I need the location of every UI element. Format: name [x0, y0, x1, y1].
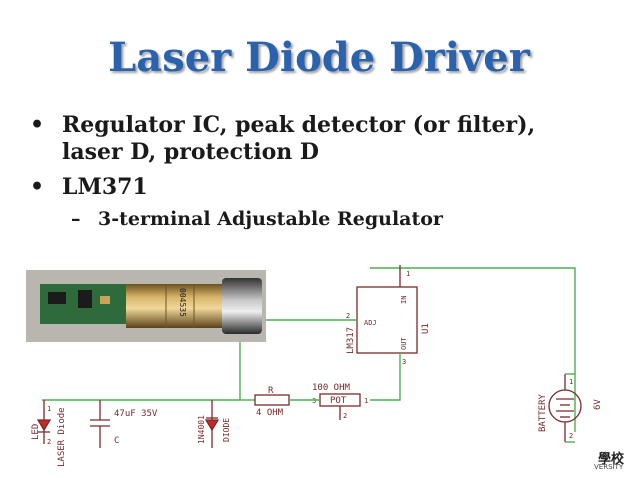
pot-pin3: 3: [312, 397, 316, 405]
slide-title: Laser Diode Driver: [108, 34, 530, 81]
bullet-text-line1: Regulator IC, peak detector (or filter),: [62, 112, 536, 138]
pot-value: 100 OHM: [312, 383, 351, 393]
battery-pin2: 2: [569, 432, 573, 440]
bullet-marker: •: [30, 112, 45, 138]
battery-ref: BATTERY: [538, 393, 548, 432]
diode-ref: DIODE: [222, 418, 231, 442]
u1-pin2-number: 2: [346, 312, 350, 320]
university-logo-sub: VERSITY: [594, 463, 624, 471]
lens-cap: [222, 278, 262, 334]
pot-ref: POT: [330, 396, 347, 406]
pcb-chip-2: [78, 290, 92, 308]
laser-pin2: 2: [47, 438, 51, 446]
pcb-component: [100, 296, 110, 304]
bullet-item-lm371: • LM371: [28, 174, 628, 201]
laser-pin1: 1: [47, 405, 51, 413]
pot-pin2: 2: [343, 412, 347, 420]
pot-pin1: 1: [364, 397, 368, 405]
pin-in-label: IN: [400, 296, 408, 304]
sub-bullet-marker: –: [71, 208, 81, 230]
circuit-schematic: LM317 U1 ADJ IN OUT 1 2 3 POT 100 OHM 3 …: [31, 265, 603, 467]
lm317-name: LM317: [346, 327, 356, 354]
diode-symbol: [204, 419, 220, 432]
u1-pin1-number: 1: [406, 270, 410, 278]
cap-ref: C: [114, 436, 119, 446]
u1-pin3-number: 3: [402, 358, 406, 366]
laser-ref: LED: [31, 424, 41, 440]
module-markings: 004535: [178, 288, 187, 317]
sub-bullet-item: – 3-terminal Adjustable Regulator: [28, 207, 628, 231]
sub-bullet-text: 3-terminal Adjustable Regulator: [98, 208, 443, 230]
pin-out-label: OUT: [400, 337, 408, 350]
u1-ref: U1: [421, 323, 431, 334]
resistor-value: 4 OHM: [256, 408, 284, 418]
pcb-chip: [48, 292, 66, 304]
top-wire: [370, 267, 576, 432]
brass-housing: [126, 284, 226, 328]
resistor-ref: R: [268, 386, 274, 396]
laser-label: LASER Diode: [57, 407, 67, 467]
laser-module-photo: 004535: [26, 270, 266, 342]
out-wire: [370, 353, 401, 401]
pin-adj-label: ADJ: [364, 319, 377, 327]
bullet-text-line2: laser D, protection D: [62, 139, 319, 165]
diode-part: 1N4001: [197, 415, 206, 444]
laser-diode-symbol: [36, 419, 52, 432]
battery-pin1: 1: [569, 378, 573, 386]
bullet-item-regulator: • Regulator IC, peak detector (or filter…: [28, 112, 628, 166]
resistor: [254, 394, 290, 406]
battery-value: 6V: [593, 399, 603, 410]
bullet-list: • Regulator IC, peak detector (or filter…: [28, 112, 628, 231]
bullet-marker: •: [30, 174, 45, 200]
bullet-text: LM371: [62, 174, 148, 200]
cap-value: 47uF 35V: [114, 409, 158, 419]
university-logo: 學校: [598, 452, 625, 467]
